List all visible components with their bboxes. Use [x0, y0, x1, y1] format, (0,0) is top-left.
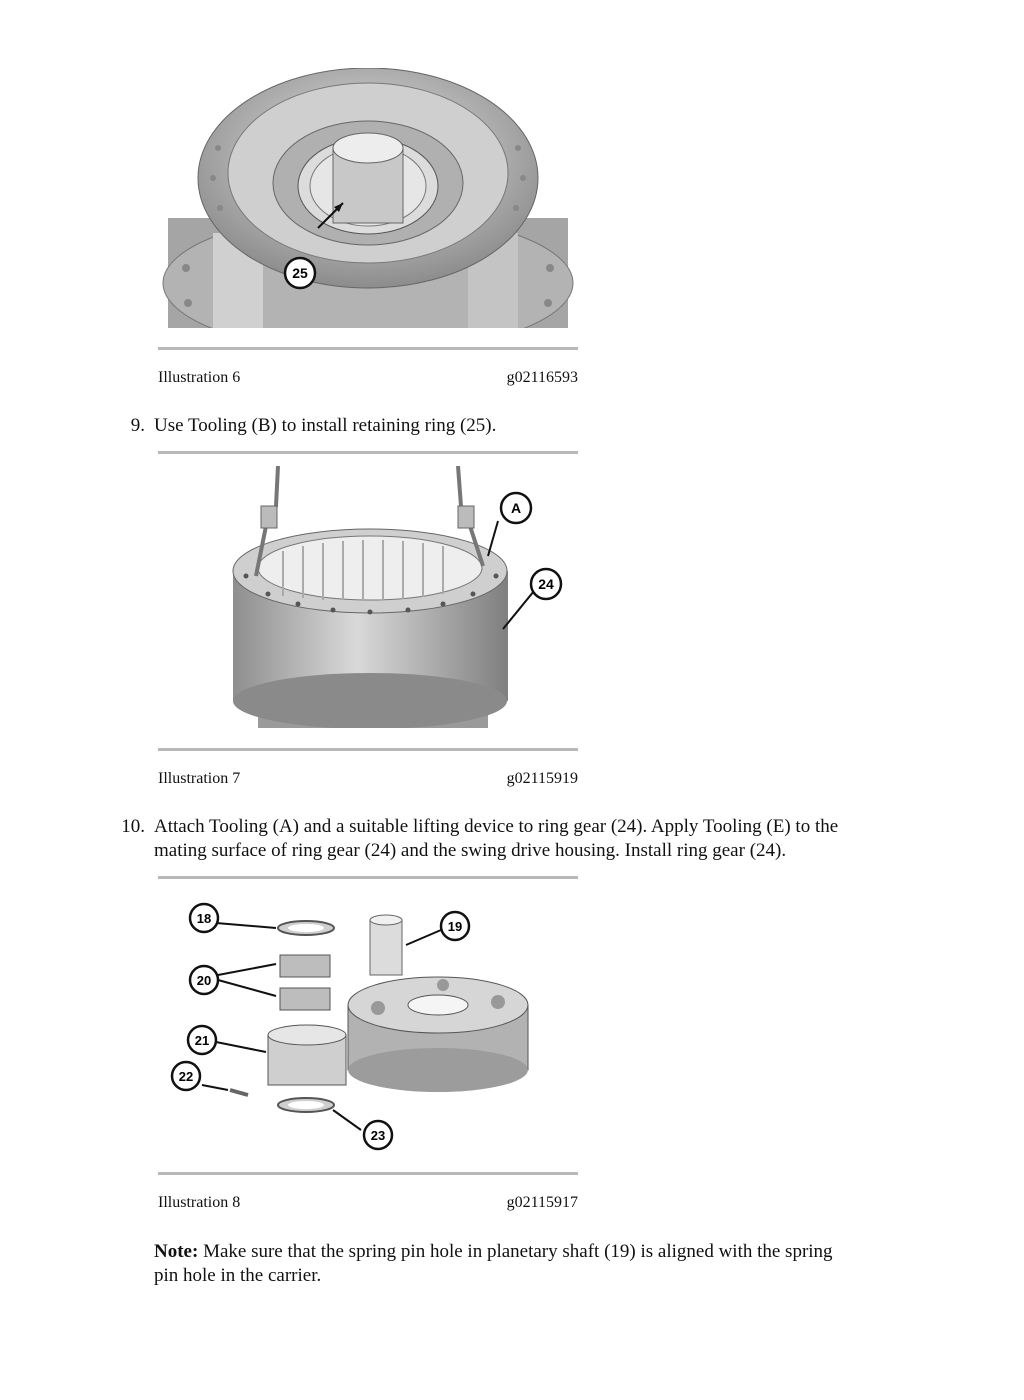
note-line2: pin hole in the carrier. — [154, 1265, 322, 1286]
illustration-8-caption: Illustration 8 g02115917 — [158, 1194, 578, 1212]
callout-23-label: 23 — [371, 1128, 385, 1143]
note-text: Make sure that the spring pin hole in pl… — [198, 1241, 833, 1262]
step-10-number: 10. — [121, 816, 145, 837]
illustration-8-top-rule — [158, 876, 578, 879]
illustration-7-image: A 24 — [232, 466, 563, 728]
callout-A — [499, 491, 533, 525]
callout-18-label: 18 — [197, 911, 211, 926]
illustration-7-caption: Illustration 7 g02115919 — [158, 770, 578, 788]
step-10-text-line2: mating surface of ring gear (24) and the… — [154, 840, 787, 861]
illustration-8-image: 18 19 20 21 22 23 — [170, 902, 529, 1151]
illustration-6-rule — [158, 347, 578, 350]
callout-19 — [439, 910, 471, 942]
callout-23 — [362, 1119, 394, 1151]
callout-25-label: 25 — [292, 265, 308, 281]
step-9-number: 9. — [130, 415, 145, 436]
callout-20-label: 20 — [197, 973, 211, 988]
step-10-text-line1: Attach Tooling (A) and a suitable liftin… — [154, 816, 839, 837]
step-9-text: Use Tooling (B) to install retaining rin… — [154, 415, 497, 436]
illustration-7-top-rule — [158, 451, 578, 454]
callout-24-label: 24 — [538, 576, 554, 592]
illustration-6-id: g02116593 — [506, 369, 578, 386]
callout-20 — [188, 964, 220, 996]
illustration-7-label: Illustration 7 — [158, 770, 241, 787]
illustration-6-image: 25 — [162, 68, 574, 328]
callout-22 — [170, 1060, 202, 1092]
callout-A-label: A — [511, 500, 521, 516]
note: Note: Make sure that the spring pin hole… — [154, 1240, 914, 1288]
illustration-7-rule — [158, 748, 578, 751]
illustration-8-id: g02115917 — [506, 1194, 578, 1211]
illustration-6-label: Illustration 6 — [158, 369, 241, 386]
illustration-7-id: g02115919 — [506, 770, 578, 787]
illustration-8-rule — [158, 1172, 578, 1175]
illustration-6-caption: Illustration 6 g02116593 — [158, 369, 578, 387]
callout-21 — [186, 1024, 218, 1056]
callout-21-label: 21 — [195, 1033, 209, 1048]
callout-18 — [188, 902, 220, 934]
callout-25 — [283, 256, 317, 290]
note-line1: Note: Make sure that the spring pin hole… — [154, 1240, 914, 1264]
note-label: Note: — [154, 1241, 199, 1262]
callout-19-label: 19 — [448, 919, 462, 934]
callout-24 — [529, 567, 563, 601]
callout-22-label: 22 — [179, 1069, 193, 1084]
illustration-8-label: Illustration 8 — [158, 1194, 241, 1211]
